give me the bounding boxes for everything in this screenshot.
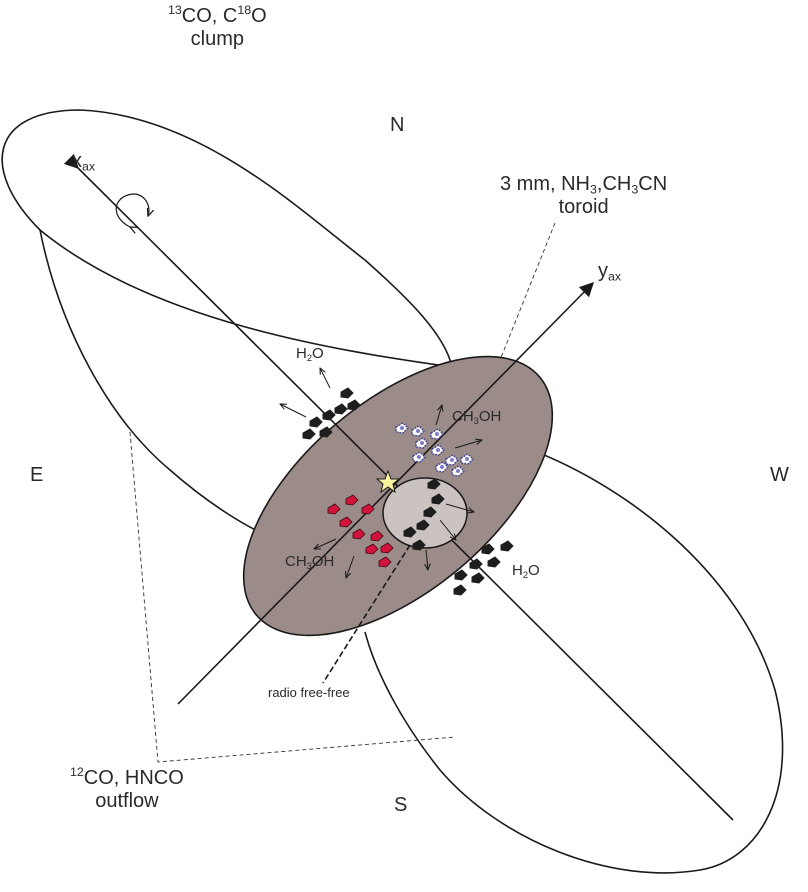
water-maser-group-lower [453,540,514,596]
radio-label: radio free-free [268,685,350,700]
core-arrow-1 [445,503,474,512]
radio-leader-line [322,544,411,684]
outflow-label: 12CO, HNCO outflow [70,764,184,812]
toroid-label: 3 mm, NH3,CH3CN toroid [500,173,668,218]
clump-label: 13CO, C18O clump [168,2,267,50]
rotation-arrow-icon [115,193,149,227]
y-axis-line [177,281,595,705]
blue-maser-fill [400,426,469,473]
methanol-label-upper: CH3OH [452,408,502,426]
methanol-label-lower: CH3OH [285,553,335,571]
red-arrow-1 [314,538,337,549]
core-arrow-3 [426,549,428,570]
water-label-lower: H2O [512,562,540,580]
core-maser-group [403,478,445,551]
red-arrow-2 [346,555,355,578]
outflow-lobe-east-edge [39,229,283,543]
water-arrow-upper-1 [320,368,331,389]
y-axis-label: yax [598,260,622,284]
star-icon [375,469,401,494]
water-label-upper: H2O [296,345,324,363]
compass-east: E [30,464,44,486]
outflow-leader-line [129,431,456,763]
water-arrow-upper-2 [280,404,307,418]
x-axis-label: xax [72,150,96,174]
blue-arrow-1 [435,405,442,426]
compass-west: W [770,464,789,486]
toroid-leader-line [499,222,556,361]
blue-arrow-2 [454,440,482,449]
compass-north: N [390,114,405,136]
water-maser-group-upper [302,387,361,440]
compass-south: S [394,794,408,816]
core-arrow-2 [439,519,456,540]
outflow-lobe-northeast [1,109,454,368]
red-maser-group [327,494,394,568]
